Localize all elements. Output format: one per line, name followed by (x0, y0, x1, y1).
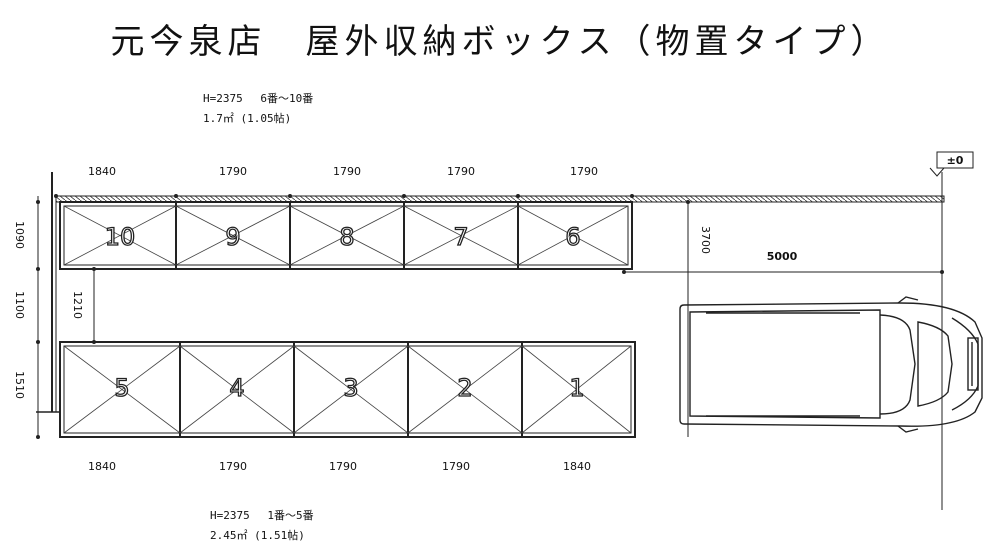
unit-number-3: 3 (343, 374, 358, 402)
unit-number-2: 2 (457, 374, 472, 402)
bottom-cell-1: 1 (521, 345, 632, 434)
top-storage-row-inner (63, 205, 629, 266)
bottom-storage-row-inner (63, 345, 632, 434)
bottom-height-note: H=2375 1番～5番 (210, 509, 314, 522)
bottom-width-dimensions: 1840 1790 1790 1790 1840 (88, 460, 591, 473)
van-icon (679, 296, 983, 433)
parking-dimensions: 3700 5000 (622, 200, 944, 437)
inner-gap-dimension: 1210 (71, 267, 102, 344)
unit-number-1: 1 (569, 374, 584, 402)
dim-parking-length: 5000 (767, 250, 798, 263)
top-width-4: 1790 (447, 165, 475, 178)
dim-aisle: 1100 (13, 291, 26, 319)
bottom-width-5: 1840 (563, 460, 591, 473)
top-area-note: 1.7㎡ (1.05帖) (203, 112, 292, 125)
dim-inner-gap: 1210 (71, 291, 84, 319)
bottom-storage-row (59, 341, 636, 438)
page-title: 元今泉店 屋外収納ボックス（物置タイプ） (110, 22, 890, 62)
unit-number-5: 5 (114, 374, 129, 402)
unit-number-7: 7 (453, 223, 468, 251)
unit-number-9: 9 (225, 223, 240, 251)
bottom-cell-3: 3 (293, 342, 409, 437)
top-cell-6: 6 (517, 205, 629, 266)
unit-number-4: 4 (229, 374, 244, 402)
unit-number-8: 8 (339, 223, 354, 251)
dim-bottom-depth: 1510 (13, 371, 26, 399)
bottom-cell-2: 2 (407, 342, 523, 437)
bottom-width-4: 1790 (442, 460, 470, 473)
top-width-1: 1840 (88, 165, 116, 178)
unit-number-10: 10 (105, 223, 136, 251)
bottom-cell-5: 5 (63, 342, 181, 437)
level-marker-text: ±0 (947, 154, 964, 167)
level-marker: ±0 (929, 151, 974, 177)
top-height-note: H=2375 6番～10番 (203, 92, 314, 105)
top-cell-8: 8 (289, 202, 405, 269)
top-width-3: 1790 (333, 165, 361, 178)
top-cell-10: 10 (63, 202, 177, 269)
left-vertical-dimensions: 1090 1100 1510 (13, 196, 40, 439)
top-cell-9: 9 (175, 202, 291, 269)
bottom-area-note: 2.45㎡ (1.51帖) (210, 529, 305, 542)
top-storage-row (59, 201, 633, 270)
bottom-cell-4: 4 (179, 342, 295, 437)
unit-number-6: 6 (565, 223, 580, 251)
top-width-2: 1790 (219, 165, 247, 178)
bottom-width-2: 1790 (219, 460, 247, 473)
dim-top-depth: 1090 (13, 221, 26, 249)
top-width-dimensions: 1840 1790 1790 1790 1790 (54, 165, 634, 198)
bottom-width-3: 1790 (329, 460, 357, 473)
bottom-width-1: 1840 (88, 460, 116, 473)
dim-parking-width: 3700 (699, 226, 712, 254)
top-width-5: 1790 (570, 165, 598, 178)
top-cell-7: 7 (403, 202, 519, 269)
